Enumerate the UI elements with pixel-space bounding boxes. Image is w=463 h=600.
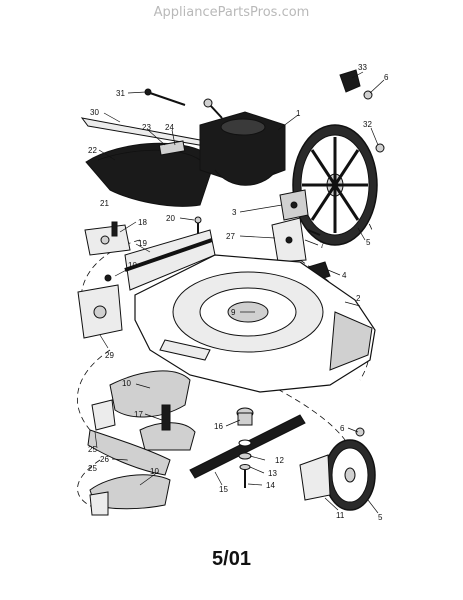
callout-17: 17	[134, 410, 143, 419]
callout-21: 21	[100, 199, 109, 208]
front-wheel-bracket	[77, 274, 123, 339]
callout-leader-lines	[94, 71, 385, 514]
callout-10-top: 10	[128, 261, 137, 270]
blade-adapter	[236, 407, 254, 426]
watermark-text: AppliancePartsPros.com	[153, 5, 310, 20]
callout-29: 29	[105, 351, 114, 360]
callout-31: 31	[116, 89, 125, 98]
callout-3: 3	[232, 208, 237, 217]
callout-24: 24	[165, 123, 174, 132]
callout-10-mid: 10	[122, 379, 131, 388]
rear-baffle	[85, 142, 216, 207]
callout-labels: 31 30 23 24 22 21 1 33 6 32 3 27 7 5 4 2…	[88, 63, 389, 522]
callout-20: 20	[166, 214, 175, 223]
callout-1: 1	[296, 109, 301, 118]
callout-4: 4	[342, 271, 347, 280]
front-adjuster	[84, 221, 131, 256]
callout-32: 32	[363, 120, 372, 129]
callout-10-bottom: 10	[150, 467, 159, 476]
callout-18: 18	[138, 218, 147, 227]
lower-deflector	[87, 429, 171, 476]
callout-7: 7	[320, 241, 325, 250]
callout-23: 23	[142, 123, 151, 132]
blade-hardware	[238, 452, 252, 488]
hinge-bracket	[158, 140, 186, 156]
callout-9: 9	[231, 308, 236, 317]
mulch-plug	[139, 404, 196, 451]
cutting-blade	[189, 414, 306, 479]
callout-25-top: 25	[88, 445, 97, 454]
callout-33: 33	[358, 63, 367, 72]
callout-2: 2	[356, 294, 361, 303]
callout-19: 19	[138, 239, 147, 248]
callout-16: 16	[214, 422, 223, 431]
callout-14: 14	[266, 481, 275, 490]
rear-deflector-bottom	[89, 474, 171, 516]
callout-5-bottom: 5	[378, 513, 383, 522]
callout-27: 27	[226, 232, 235, 241]
rear-wheel	[292, 124, 378, 246]
callout-30: 30	[90, 108, 99, 117]
callout-6-top: 6	[384, 73, 389, 82]
callout-5-top: 5	[366, 238, 371, 247]
rear-axle-bracket	[271, 217, 321, 263]
callout-15: 15	[219, 485, 228, 494]
front-wheel	[299, 427, 376, 511]
callout-22: 22	[88, 146, 97, 155]
callout-12: 12	[275, 456, 284, 465]
callout-6-bottom: 6	[340, 424, 345, 433]
handle-rod	[144, 88, 186, 106]
callout-11: 11	[336, 511, 345, 520]
side-discharge-chute	[91, 370, 191, 431]
page-date-label: 5/01	[212, 548, 251, 570]
engine	[199, 98, 286, 186]
callout-25-bottom: 25	[88, 464, 97, 473]
height-adjuster-plate	[279, 189, 309, 221]
callout-26: 26	[100, 455, 109, 464]
adjuster-lever	[339, 69, 385, 153]
callout-13: 13	[268, 469, 277, 478]
rear-flap	[124, 229, 216, 291]
